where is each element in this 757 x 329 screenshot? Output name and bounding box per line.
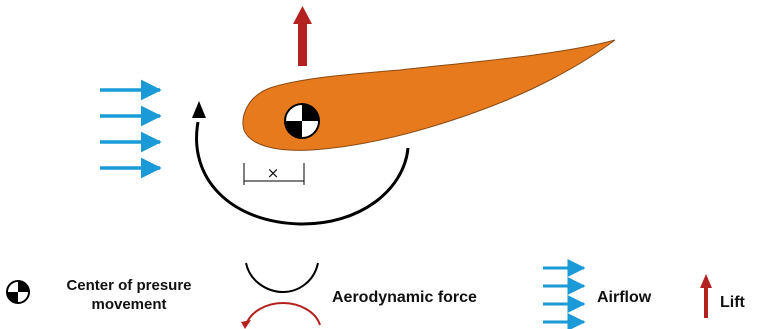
- legend-cop: Center of presure movement: [6, 277, 192, 313]
- aerodynamic-force-icon: [241, 262, 321, 329]
- lift-arrow-icon: [700, 274, 712, 318]
- legend-lift-label: Lift: [720, 294, 746, 311]
- legend-airflow: Airflow: [543, 259, 652, 329]
- movement-arc: [192, 101, 410, 226]
- airflow-arrows-icon: [543, 259, 586, 329]
- dimension-label: ×: [267, 164, 280, 182]
- legend-center-of-pressure-icon: [6, 280, 30, 304]
- legend-cop-label-line1: Center of presure: [66, 277, 191, 294]
- center-of-pressure-icon: [284, 103, 320, 139]
- legend-cop-label-line2: movement: [91, 296, 166, 313]
- main-airflow-arrows: [100, 79, 162, 179]
- airfoil: [242, 39, 616, 151]
- lift-arrow: [293, 6, 312, 66]
- legend-airflow-label: Airflow: [597, 289, 652, 306]
- legend-aero-label: Aerodynamic force: [332, 289, 477, 306]
- legend-aero: Aerodynamic force: [241, 262, 477, 329]
- legend-lift: Lift: [700, 274, 746, 318]
- dimension-x: ×: [243, 163, 305, 185]
